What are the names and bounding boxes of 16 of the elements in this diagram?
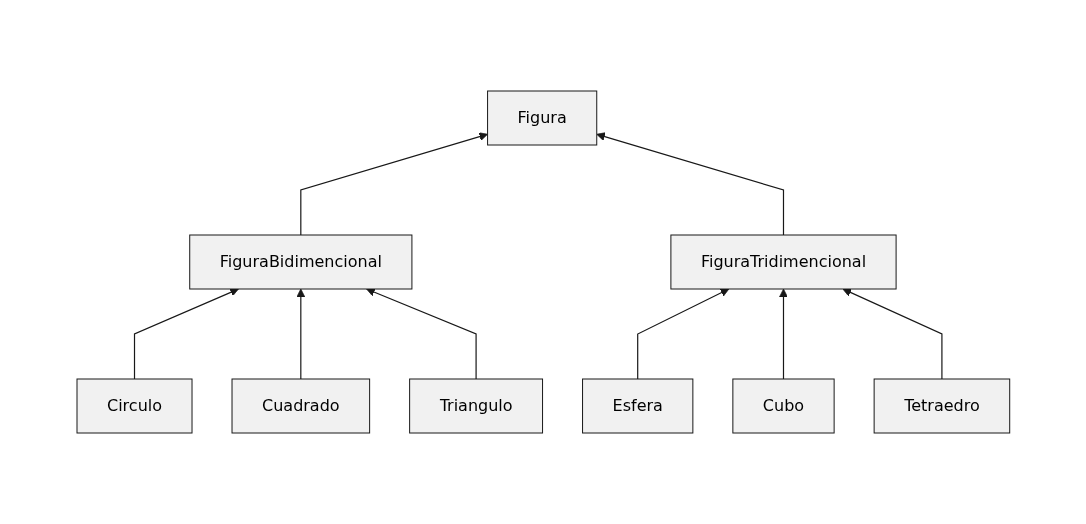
node-box: Tetraedro xyxy=(873,378,1010,434)
arrow xyxy=(296,288,305,380)
node-box: Figura xyxy=(486,90,597,146)
node-box: Cuadrado xyxy=(231,378,370,434)
arrow xyxy=(299,132,488,236)
node-box: Cubo xyxy=(732,378,835,434)
arrow xyxy=(842,288,943,380)
node-box: Triangulo xyxy=(408,378,543,434)
arrow xyxy=(636,288,729,380)
node-box: Esfera xyxy=(581,378,693,434)
arrow xyxy=(596,132,784,236)
node-box: FiguraBidimencional xyxy=(188,234,413,290)
arrow xyxy=(778,288,788,380)
arrow xyxy=(133,288,239,380)
node-box: FiguraTridimencional xyxy=(670,234,897,290)
node-box: Circulo xyxy=(76,378,193,434)
